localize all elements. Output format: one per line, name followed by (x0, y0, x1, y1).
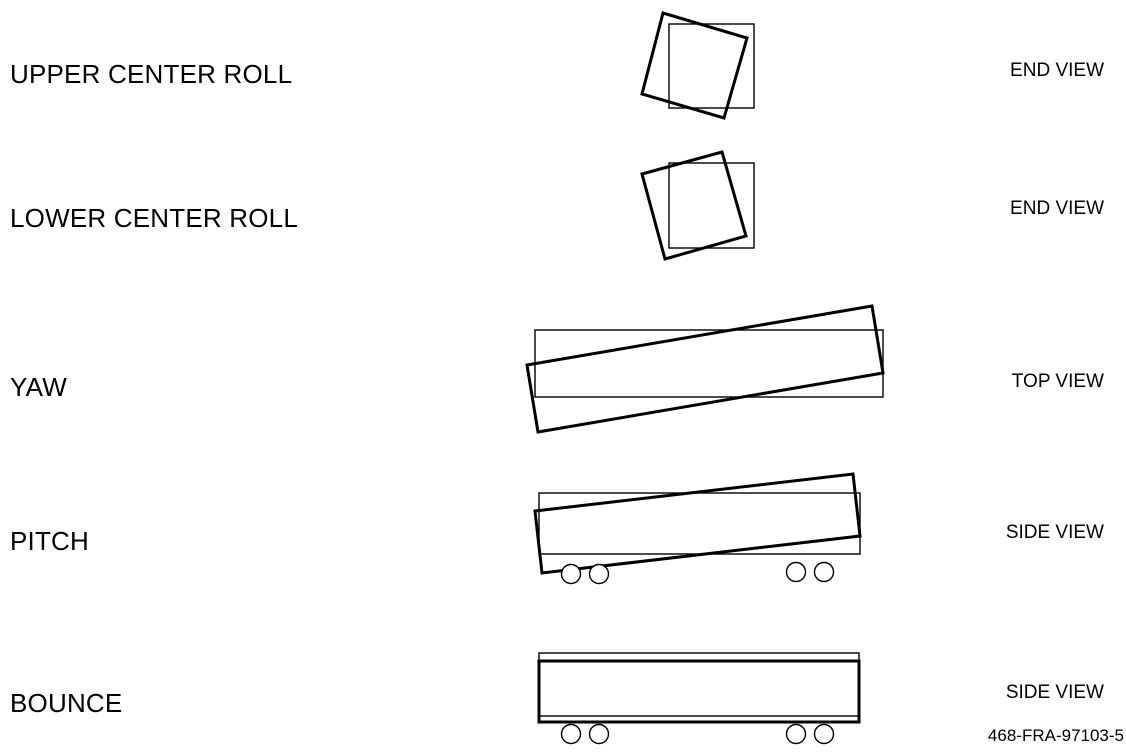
view-label-bounce: SIDE VIEW (1005, 682, 1104, 703)
upper-center-roll-diagram (640, 11, 755, 120)
label-pitch: PITCH (10, 526, 89, 556)
bounce-wheel-4 (813, 723, 835, 745)
pitch-wheel-2 (588, 563, 610, 585)
yaw-reference-box (534, 329, 884, 398)
label-upper-center-roll: UPPER CENTER ROLL (10, 59, 293, 89)
pitch-reference-box (538, 492, 861, 555)
view-label-lower-center-roll: END VIEW (1010, 198, 1104, 219)
lower-roll-rotated-box (640, 150, 748, 261)
lower-roll-reference-box (668, 162, 755, 249)
view-label-yaw: TOP VIEW (1011, 371, 1104, 392)
bounce-diagram (537, 652, 861, 745)
pitch-rotated-box (533, 472, 862, 575)
pitch-diagram (533, 472, 862, 585)
view-label-pitch: SIDE VIEW (1005, 522, 1104, 543)
upper-roll-rotated-box (640, 11, 749, 120)
label-lower-center-roll: LOWER CENTER ROLL (10, 203, 299, 233)
lower-center-roll-diagram (640, 150, 755, 261)
pitch-wheel-4 (813, 561, 835, 583)
bounce-wheel-2 (588, 723, 610, 745)
bounce-wheel-3 (785, 723, 807, 745)
bounce-displaced-box (537, 659, 861, 724)
pitch-wheel-3 (785, 561, 807, 583)
yaw-diagram (525, 304, 885, 434)
label-bounce: BOUNCE (10, 688, 123, 718)
upper-roll-reference-box (668, 23, 755, 109)
view-label-upper-center-roll: END VIEW (1010, 60, 1104, 81)
bounce-wheel-1 (560, 723, 582, 745)
figure-id: 468-FRA-97103-5 (987, 726, 1124, 745)
yaw-rotated-box (525, 304, 885, 434)
label-yaw: YAW (10, 372, 67, 402)
pitch-wheel-1 (560, 563, 582, 585)
